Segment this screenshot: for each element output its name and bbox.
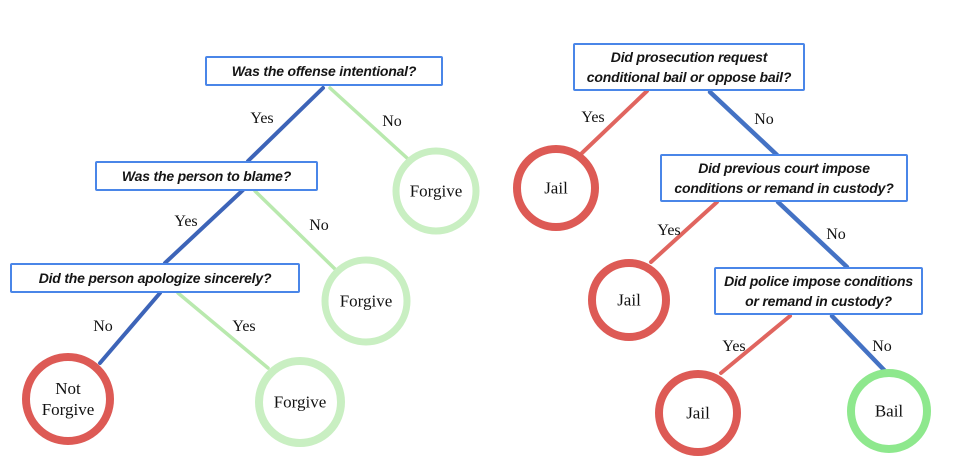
outcome-label-bail: Bail [874,401,904,421]
branch-label-police-yes: Yes [722,338,746,355]
branch-label-intentional-no: No [382,113,402,130]
branch-label-apologize-yes: Yes [232,318,256,335]
outcome-forgive-top-circle [392,147,480,235]
question-box-apologize: Did the person apologize sincerely? [10,263,300,293]
branch-label-intentional-yes: Yes [250,110,274,127]
outcome-label-jail-1: Jail [544,178,568,198]
outcome-label-not-forgive: Not Forgive [41,379,95,419]
edge-prosecution-yes [580,89,649,155]
question-box-prosecution: Did prosecution request conditional bail… [573,43,805,91]
edge-intentional-yes [246,86,325,163]
outcome-jail-1-circle [513,145,599,231]
question-box-blame: Was the person to blame? [95,161,318,191]
branch-label-blame-no: No [309,217,329,234]
question-box-police: Did police impose conditions or remand i… [714,267,923,315]
outcome-forgive-mid-circle [321,256,411,346]
outcome-forgive-bottom-circle [255,357,345,447]
edge-previous-court-yes [649,200,719,264]
edge-apologize-yes [176,291,270,370]
edge-police-no [829,313,889,375]
outcome-bail-circle [847,369,931,453]
branch-label-prosecution-yes: Yes [581,109,605,126]
branch-label-blame-yes: Yes [174,213,198,230]
outcome-jail-3-circle [655,370,741,456]
edge-blame-yes [163,188,245,265]
outcome-label-forgive-bottom: Forgive [273,392,327,412]
outcome-not-forgive-circle [22,353,114,445]
edge-prosecution-no [707,89,780,158]
branch-label-previous-court-no: No [826,226,846,243]
outcome-label-forgive-top: Forgive [409,181,463,201]
edge-blame-no [253,189,338,272]
question-box-intentional: Was the offense intentional? [205,56,443,86]
branch-label-police-no: No [872,338,892,355]
outcome-label-jail-2: Jail [617,290,641,310]
outcome-jail-2-circle [588,259,670,341]
edge-apologize-no [98,291,162,365]
outcome-label-jail-3: Jail [686,403,710,423]
edge-police-yes [719,314,792,375]
edge-intentional-no [328,86,409,160]
branch-label-prosecution-no: No [754,111,774,128]
edge-previous-court-no [775,199,850,270]
outcome-label-forgive-mid: Forgive [339,291,393,311]
branch-label-apologize-no: No [93,318,113,335]
question-box-previous-court: Did previous court impose conditions or … [660,154,908,202]
branch-label-previous-court-yes: Yes [657,222,681,239]
